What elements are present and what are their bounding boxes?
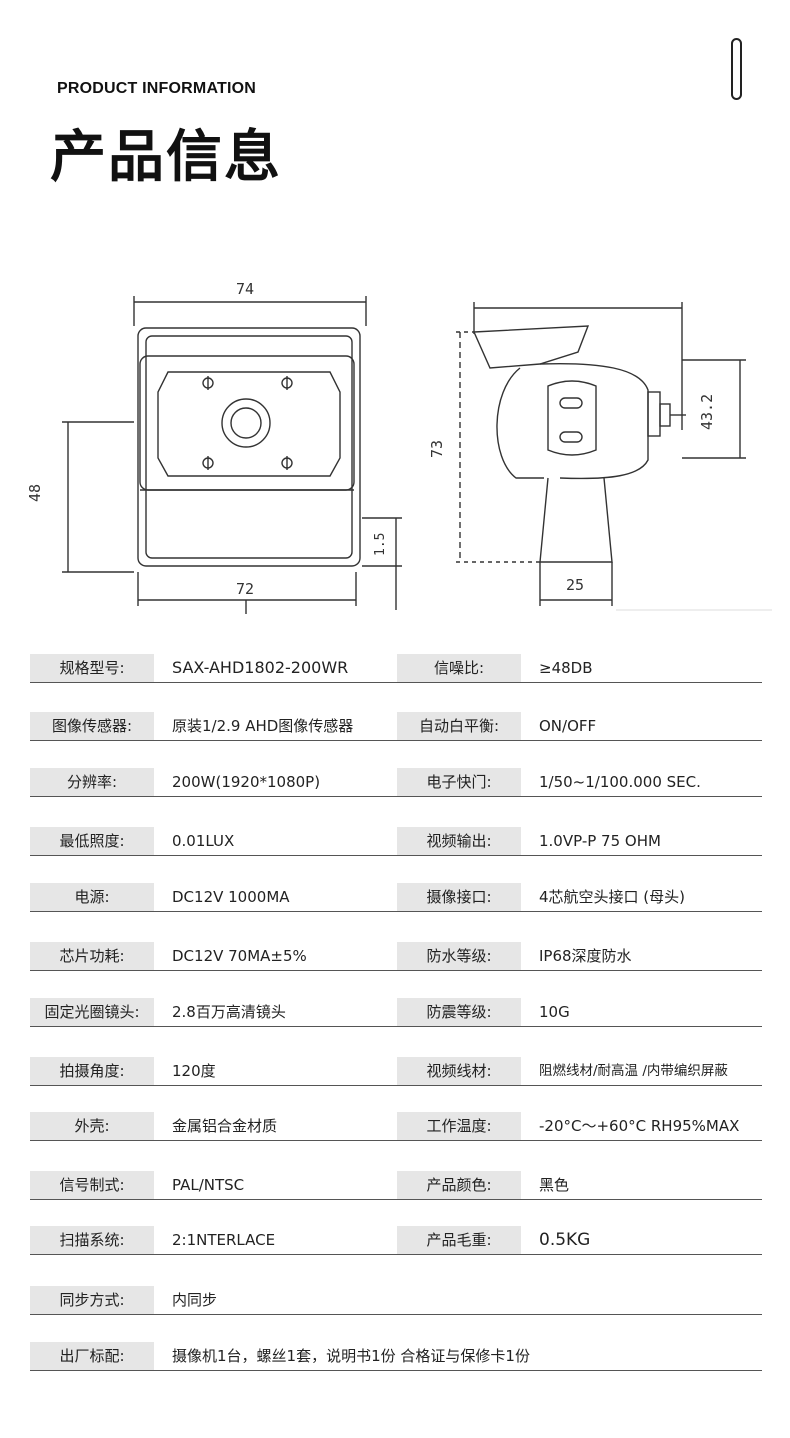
spec-value: ON/OFF [539, 717, 597, 735]
dim-front-height: 48 [26, 484, 44, 502]
decorative-pill [731, 38, 742, 100]
spec-value: 200W(1920*1080P) [172, 773, 321, 791]
spec-label: 分辨率: [30, 768, 154, 796]
spec-value: ≥48DB [539, 659, 593, 677]
spec-row: 芯片功耗: DC12V 70MA±5% 防水等级: IP68深度防水 [30, 942, 762, 971]
spec-row: 扫描系统: 2:1NTERLACE 产品毛重: 0.5KG [30, 1226, 762, 1255]
spec-label: 扫描系统: [30, 1226, 154, 1254]
spec-label: 外壳: [30, 1112, 154, 1140]
page-title: 产品信息 [50, 125, 282, 190]
dim-side-right: 43.2 [698, 394, 716, 430]
spec-value: 4芯航空头接口 (母头) [539, 888, 686, 906]
spec-label: 摄像接口: [397, 883, 521, 911]
spec-label: 产品毛重: [397, 1226, 521, 1254]
spec-label: 信号制式: [30, 1171, 154, 1199]
spec-value: IP68深度防水 [539, 947, 632, 965]
spec-label: 自动白平衡: [397, 712, 521, 740]
spec-value: -20°C～+60°C RH95%MAX [539, 1117, 740, 1135]
spec-row: 固定光圈镜头: 2.8百万高清镜头 防震等级: 10G [30, 998, 762, 1027]
spec-label: 出厂标配: [30, 1342, 154, 1370]
dim-side-height: 73 [428, 440, 446, 458]
spec-label: 视频线材: [397, 1057, 521, 1085]
spec-label: 固定光圈镜头: [30, 998, 154, 1026]
spec-label: 同步方式: [30, 1286, 154, 1314]
spec-row: 拍摄角度: 120度 视频线材: 阻燃线材/耐高温 /内带编织屏蔽 [30, 1057, 762, 1086]
spec-value: 0.5KG [539, 1230, 591, 1250]
spec-value: 黑色 [539, 1176, 570, 1194]
spec-value: 内同步 [172, 1291, 218, 1309]
spec-value: 原装1/2.9 AHD图像传感器 [172, 717, 354, 735]
spec-value: 120度 [172, 1062, 216, 1080]
spec-label: 视频输出: [397, 827, 521, 855]
spec-label: 电子快门: [397, 768, 521, 796]
spec-label: 最低照度: [30, 827, 154, 855]
spec-label: 芯片功耗: [30, 942, 154, 970]
spec-row: 出厂标配: 摄像机1台，螺丝1套，说明书1份 合格证与保修卡1份 [30, 1342, 762, 1371]
spec-value: 金属铝合金材质 [172, 1117, 278, 1135]
spec-label: 信噪比: [397, 654, 521, 682]
spec-value: 2.8百万高清镜头 [172, 1003, 286, 1021]
spec-row: 规格型号: SAX-AHD1802-200WR 信噪比: ≥48DB [30, 654, 762, 683]
spec-label: 图像传感器: [30, 712, 154, 740]
spec-value: 1/50~1/100.000 SEC. [539, 773, 701, 791]
spec-label: 工作温度: [397, 1112, 521, 1140]
dim-side-bottom: 25 [566, 576, 584, 594]
spec-row: 电源: DC12V 1000MA 摄像接口: 4芯航空头接口 (母头) [30, 883, 762, 912]
dim-front-top: 74 [236, 280, 254, 298]
spec-row: 信号制式: PAL/NTSC 产品颜色: 黑色 [30, 1171, 762, 1200]
spec-row: 分辨率: 200W(1920*1080P) 电子快门: 1/50~1/100.0… [30, 768, 762, 797]
spec-value: DC12V 70MA±5% [172, 947, 307, 965]
spec-value: SAX-AHD1802-200WR [172, 658, 349, 677]
spec-row: 最低照度: 0.01LUX 视频输出: 1.0VP-P 75 OHM [30, 827, 762, 856]
spec-value: 摄像机1台，螺丝1套，说明书1份 合格证与保修卡1份 [172, 1347, 530, 1365]
spec-label: 防震等级: [397, 998, 521, 1026]
spec-row: 外壳: 金属铝合金材质 工作温度: -20°C～+60°C RH95%MAX [30, 1112, 762, 1141]
spec-label: 规格型号: [30, 654, 154, 682]
spec-value: PAL/NTSC [172, 1176, 245, 1194]
spec-value: 阻燃线材/耐高温 /内带编织屏蔽 [539, 1063, 728, 1079]
spec-label: 电源: [30, 883, 154, 911]
dim-front-small: 1.5 [373, 533, 388, 556]
dim-front-bottom: 72 [236, 580, 254, 598]
header-subtitle: PRODUCT INFORMATION [57, 80, 257, 97]
spec-value: 10G [539, 1003, 570, 1021]
spec-row: 同步方式: 内同步 [30, 1286, 762, 1315]
spec-label: 产品颜色: [397, 1171, 521, 1199]
spec-row: 图像传感器: 原装1/2.9 AHD图像传感器 自动白平衡: ON/OFF [30, 712, 762, 741]
spec-value: 1.0VP-P 75 OHM [539, 832, 661, 850]
spec-value: 0.01LUX [172, 832, 235, 850]
technical-drawing: 74 72 48 1.5 73 43.2 25 [26, 280, 772, 614]
spec-value: DC12V 1000MA [172, 888, 290, 906]
spec-value: 2:1NTERLACE [172, 1231, 276, 1249]
spec-label: 防水等级: [397, 942, 521, 970]
spec-label: 拍摄角度: [30, 1057, 154, 1085]
